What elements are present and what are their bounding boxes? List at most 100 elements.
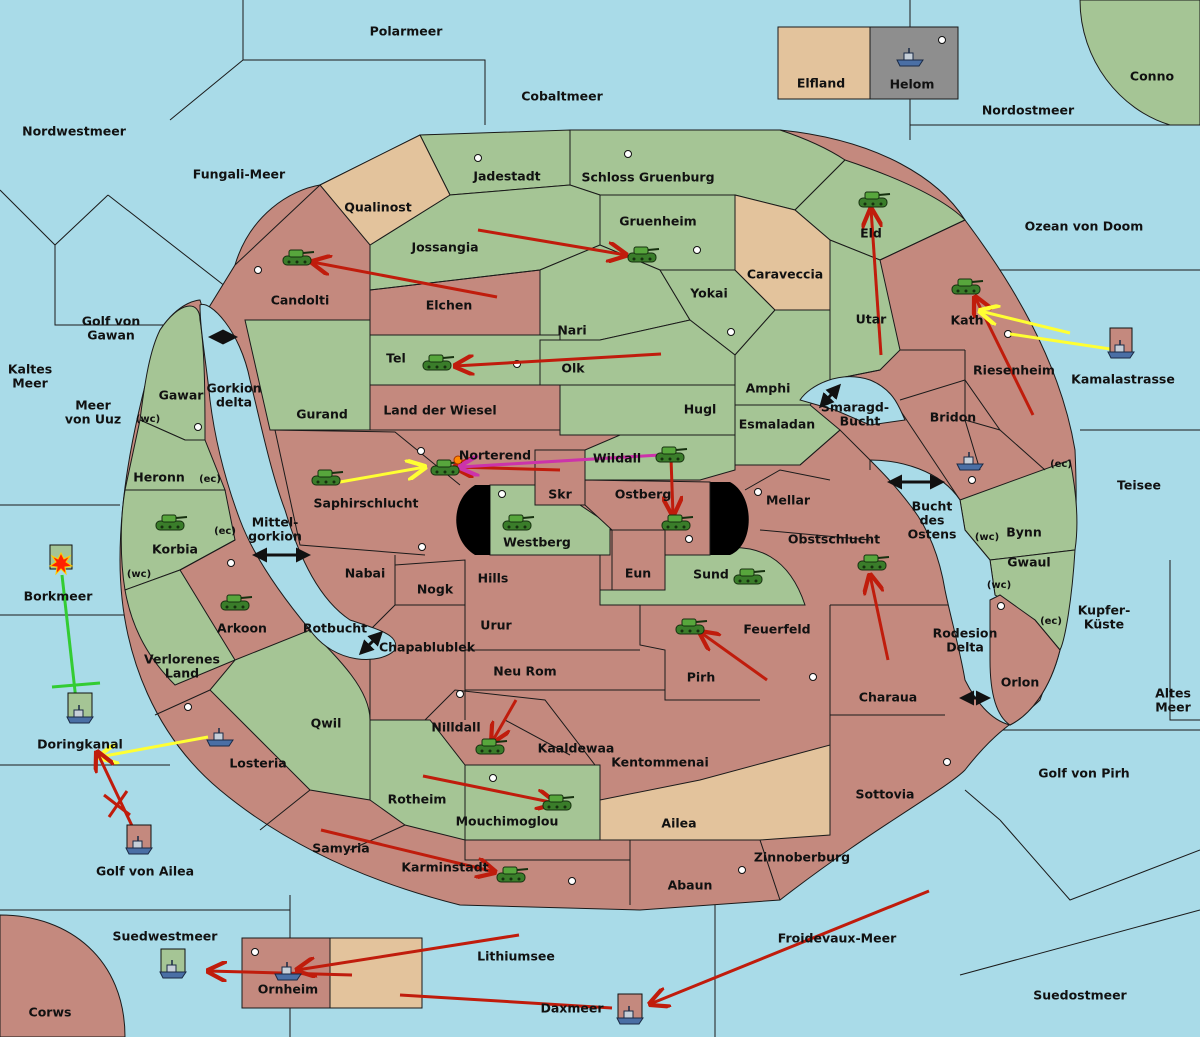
land-label: Obstschlucht bbox=[788, 532, 880, 547]
land-label: Hugl bbox=[684, 402, 717, 417]
sea-label: Daxmeer bbox=[540, 1001, 604, 1016]
coast-label: (wc) bbox=[136, 414, 160, 425]
sea-label-smaragd-1: Smaragd- bbox=[821, 400, 889, 415]
land-label: Gruenheim bbox=[619, 214, 696, 229]
land-label: Abaun bbox=[668, 878, 713, 893]
region-heronn[interactable] bbox=[124, 419, 226, 491]
land-label: Ostberg bbox=[615, 487, 672, 502]
land-label: Elchen bbox=[426, 298, 473, 313]
land-label: Kaaldewaa bbox=[538, 741, 615, 756]
sea-label-altes-1: Altes bbox=[1155, 686, 1191, 701]
sea-label-altes-2: Meer bbox=[1155, 700, 1191, 715]
sea-label-bucht-2: des bbox=[920, 513, 945, 528]
sea-label: Doringkanal bbox=[37, 737, 123, 752]
convoy-arrows bbox=[208, 329, 991, 706]
sea-label-uuz-2: von Uuz bbox=[65, 412, 121, 427]
land-label: Sottovia bbox=[856, 787, 915, 802]
multiline-sea-labels: Golf von Gawan Kaltes Meer Meer von Uuz … bbox=[8, 314, 1192, 715]
land-label: Nari bbox=[557, 323, 586, 338]
sea-label: Rotbucht bbox=[303, 621, 367, 636]
sea-label-gorkion-2: delta bbox=[216, 395, 252, 410]
sea-label: Froidevaux-Meer bbox=[778, 931, 897, 946]
explosion-icon bbox=[48, 551, 74, 576]
green-provinces bbox=[120, 129, 1078, 841]
land-label: Riesenheim bbox=[973, 363, 1055, 378]
land-label: Heronn bbox=[133, 470, 185, 485]
sea-label-kupfer-2: Küste bbox=[1084, 617, 1124, 632]
land-label: Gawar bbox=[159, 388, 205, 403]
sea-label: Lithiumsee bbox=[477, 949, 555, 964]
land-label: Nilldall bbox=[431, 720, 480, 735]
region-corws[interactable] bbox=[0, 914, 126, 1037]
land-label: Kentommenai bbox=[611, 755, 709, 770]
region-verlorenes[interactable] bbox=[124, 569, 236, 686]
sea-label-kaltes-2: Meer bbox=[12, 376, 48, 391]
coast-labels: (wc) (ec) (ec) (wc) (ec) (wc) (wc) (ec) bbox=[127, 414, 1072, 627]
bay-gorkion-inner[interactable] bbox=[199, 303, 397, 660]
sea-label-golf-gawan-1: Golf von bbox=[82, 314, 141, 329]
sea-label: Ozean von Doom bbox=[1025, 219, 1144, 234]
land-label: Jossangia bbox=[410, 240, 478, 255]
land-label: Westberg bbox=[503, 535, 571, 550]
region-caraveccia[interactable] bbox=[734, 194, 831, 311]
coast-label: (ec) bbox=[1050, 459, 1072, 470]
sea-labels: Polarmeer Cobaltmeer Nordostmeer Nordwes… bbox=[8, 24, 1192, 1020]
land-label: Neu Rom bbox=[493, 664, 556, 679]
land-label: Esmaladan bbox=[739, 417, 815, 432]
land-label: Losteria bbox=[229, 756, 286, 771]
region-rotheim[interactable] bbox=[464, 764, 601, 841]
land-label: Mellar bbox=[766, 493, 811, 508]
sea-label: Cobaltmeer bbox=[521, 89, 603, 104]
sea-label: Polarmeer bbox=[370, 24, 444, 39]
sea-label-golf-gawan-2: Gawan bbox=[87, 328, 135, 343]
land-label: Norterend bbox=[459, 448, 531, 463]
region-gawar[interactable] bbox=[139, 305, 206, 441]
land-label: Eun bbox=[625, 566, 651, 581]
central-oval bbox=[456, 449, 749, 591]
land-label: Rotheim bbox=[388, 792, 447, 807]
sea-label: Nordostmeer bbox=[982, 103, 1075, 118]
sea-unit-markers bbox=[48, 327, 1135, 1025]
region-eun[interactable] bbox=[611, 529, 666, 591]
land-label: Ailea bbox=[661, 816, 696, 831]
sea-label: Fungali-Meer bbox=[193, 167, 286, 182]
land-label: Feuerfeld bbox=[743, 622, 810, 637]
region-conno[interactable] bbox=[1079, 0, 1200, 126]
land-label: Nogk bbox=[417, 582, 454, 597]
sea-label-gorkion-1: Gorkion bbox=[206, 381, 261, 396]
land-label: Kath bbox=[951, 313, 984, 328]
land-label: Saphirschlucht bbox=[314, 496, 419, 511]
region-pirh[interactable] bbox=[989, 594, 1061, 726]
land-label: Bynn bbox=[1006, 525, 1041, 540]
land-label: Wildall bbox=[593, 451, 641, 466]
sea-label: Corws bbox=[29, 1005, 72, 1020]
sea-label: Golf von Ailea bbox=[96, 864, 194, 879]
land-label: Qwil bbox=[311, 716, 342, 731]
land-label: Arkoon bbox=[217, 621, 267, 636]
region-qualinost[interactable] bbox=[319, 134, 451, 246]
land-label: Chapablublek bbox=[379, 640, 476, 655]
sea-label-rodesion-1: Rodesion bbox=[933, 626, 998, 641]
land-label: Bridon bbox=[930, 410, 976, 425]
coast-label: (wc) bbox=[127, 569, 151, 580]
sea-label: Conno bbox=[1130, 69, 1175, 84]
sea-label-mittel-2: gorkion bbox=[248, 529, 302, 544]
land-label: Amphi bbox=[746, 381, 791, 396]
region-elfland[interactable] bbox=[777, 26, 871, 100]
land-label: Yokai bbox=[689, 286, 728, 301]
land-label: Zinnoberburg bbox=[754, 850, 850, 865]
land-labels: Elfland Helom Qualinost Jadestadt Schlos… bbox=[133, 76, 1055, 997]
land-label: Nabai bbox=[345, 566, 386, 581]
land-label: Pirh bbox=[687, 670, 716, 685]
coast-label: (ec) bbox=[214, 526, 236, 537]
sea-label-uuz-1: Meer bbox=[75, 398, 111, 413]
region-skr[interactable] bbox=[534, 449, 586, 506]
land-label: Caraveccia bbox=[747, 267, 823, 282]
sea-label-smaragd-2: Bucht bbox=[840, 414, 881, 429]
sea-label: Kamalastrasse bbox=[1071, 372, 1175, 387]
region-ornheim[interactable] bbox=[329, 937, 423, 1009]
coast-label: (ec) bbox=[1040, 616, 1062, 627]
sea-label-rodesion-2: Delta bbox=[946, 640, 984, 655]
sea-label-kaltes-1: Kaltes bbox=[8, 362, 52, 377]
